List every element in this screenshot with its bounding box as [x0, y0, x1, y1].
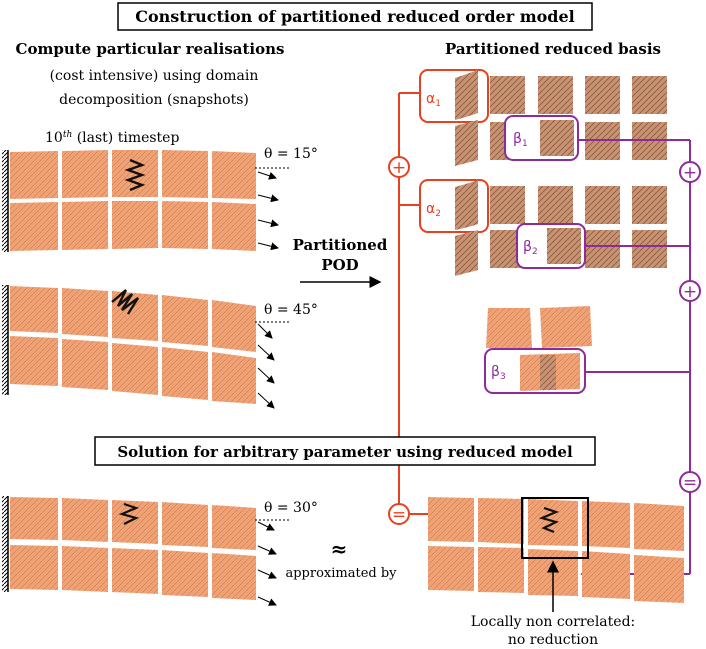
page-title: Construction of partitioned reduced orde…: [135, 7, 575, 26]
beta-equals-symbol: =: [679, 471, 701, 493]
alpha-equals-symbol: =: [388, 503, 410, 525]
svg-text:+: +: [392, 158, 406, 178]
snapshot-theta-15: θ = 15°: [2, 146, 318, 252]
alpha-1-box: α1: [419, 69, 489, 123]
svg-text:+: +: [683, 163, 697, 183]
title-box: [117, 2, 593, 31]
svg-text:=: =: [392, 505, 406, 525]
note-line-1: Locally non correlated:: [471, 614, 636, 630]
solution-title-box: [94, 436, 596, 466]
right-heading: Partitioned reduced basis: [445, 40, 661, 58]
beta-plus-symbol-1: +: [679, 161, 701, 183]
pod-label-line2: POD: [321, 256, 358, 274]
svg-text:β2: β2: [523, 239, 538, 257]
svg-text:=: =: [683, 473, 697, 493]
non-correlated-box: [521, 497, 589, 559]
svg-text:α2: α2: [426, 201, 441, 219]
svg-text:+: +: [683, 282, 697, 302]
theta-30-label: θ = 30°: [264, 500, 318, 516]
svg-text:α1: α1: [426, 91, 441, 109]
beta-3-box: β3: [484, 348, 586, 394]
theta-45-label: θ = 45°: [264, 302, 318, 318]
svg-text:β3: β3: [491, 364, 506, 382]
pod-label-line1: Partitioned: [293, 236, 388, 254]
approx-symbol: ≈: [331, 537, 348, 561]
basis-modes-2: [490, 186, 667, 268]
snapshot-theta-45: θ = 45°: [2, 285, 318, 409]
solution-title: Solution for arbitrary parameter using r…: [117, 443, 573, 461]
approx-text: approximated by: [285, 566, 397, 581]
alpha-2-box: α2: [419, 179, 489, 233]
beta-2-box: β2: [516, 223, 586, 269]
timestep-label: 10th (last) timestep: [45, 130, 179, 146]
left-subheading-1: (cost intensive) using domain: [50, 68, 259, 84]
reduced-solution: [428, 497, 684, 612]
beta-plus-symbol-2: +: [679, 280, 701, 302]
beta-1-box: β1: [504, 115, 579, 161]
alpha-plus-symbol: +: [388, 156, 410, 178]
snapshot-theta-30: θ = 30°: [2, 496, 318, 606]
left-heading: Compute particular realisations: [16, 40, 285, 58]
theta-15-label: θ = 15°: [264, 146, 318, 162]
svg-text:β1: β1: [513, 131, 528, 149]
note-line-2: no reduction: [508, 632, 598, 648]
left-subheading-2: decomposition (snapshots): [59, 92, 249, 108]
